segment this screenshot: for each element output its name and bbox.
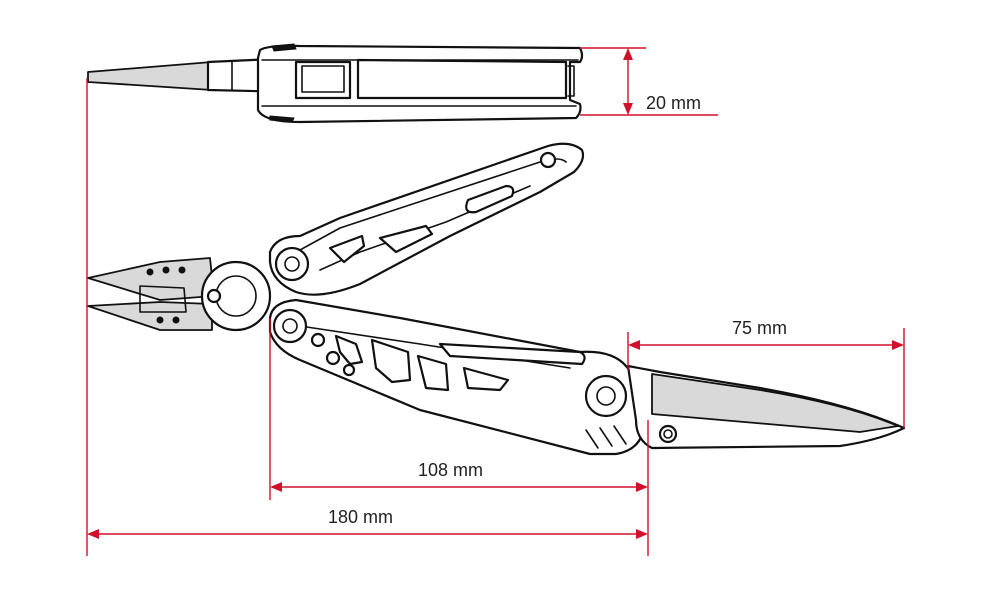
side-view-tool: [87, 43, 584, 124]
arrow-blade-left: [628, 340, 640, 350]
arrow-total-right: [636, 529, 648, 539]
arrow-total-left: [87, 529, 99, 539]
total-length-label: 180 mm: [328, 507, 393, 527]
arrow-handle-left: [270, 482, 282, 492]
arrow-height-top: [623, 48, 633, 60]
open-view-tool: [87, 142, 906, 456]
blade-length-label: 75 mm: [732, 318, 787, 338]
arrow-height-bottom: [623, 103, 633, 115]
arrow-blade-right: [892, 340, 904, 350]
arrow-handle-right: [636, 482, 648, 492]
height-label: 20 mm: [646, 93, 701, 113]
dimension-arrows: [87, 48, 904, 539]
dimension-lines: [86, 47, 905, 556]
handle-length-label: 108 mm: [418, 460, 483, 480]
